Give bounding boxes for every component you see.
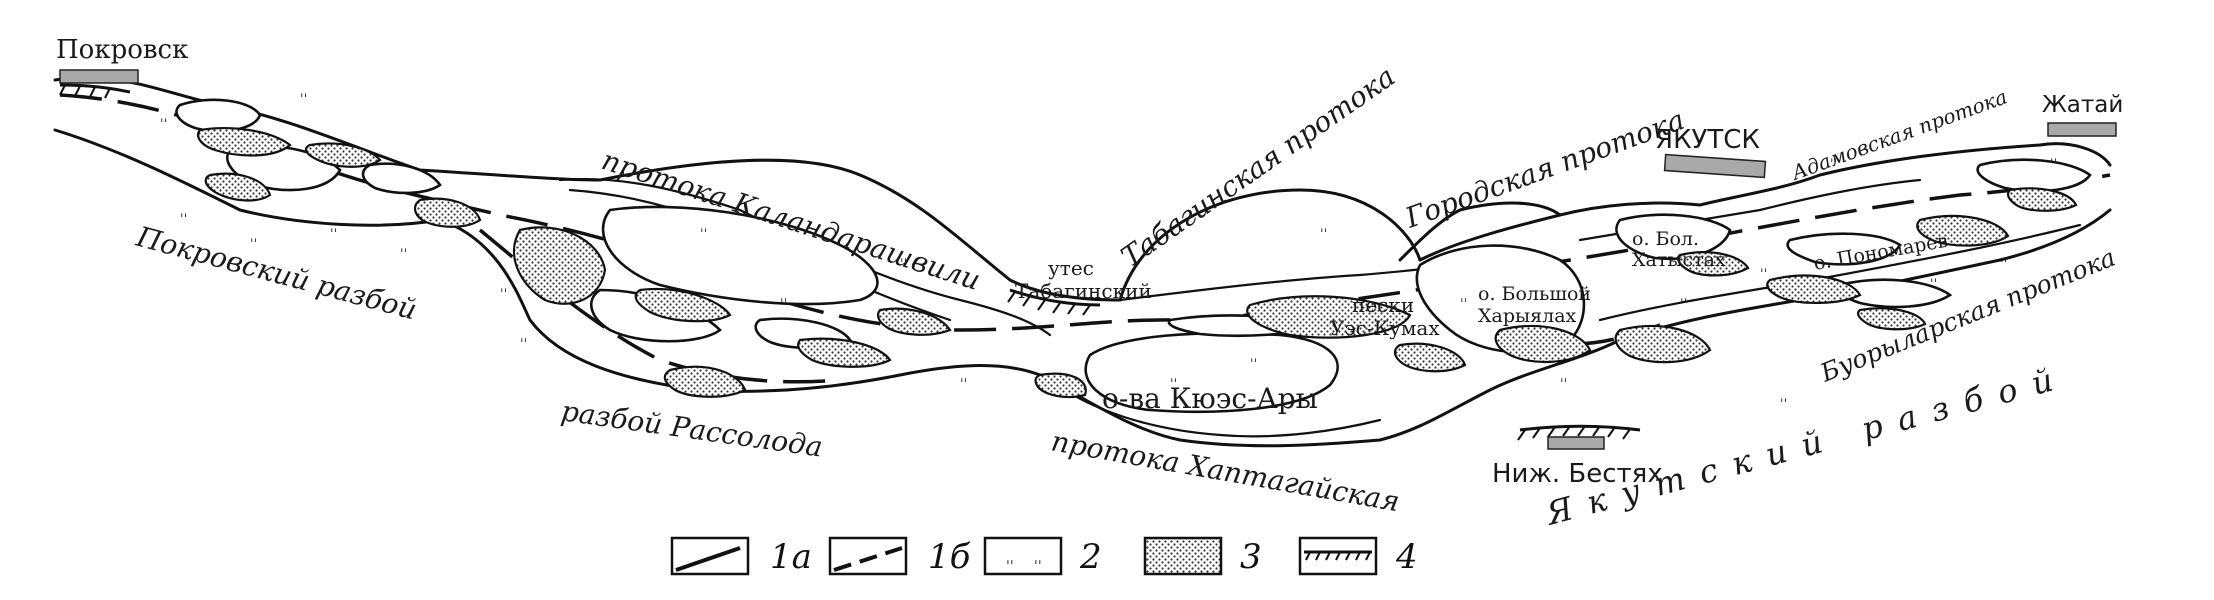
island-kalandarashvili	[601, 205, 879, 306]
island-upper-1	[361, 162, 442, 195]
svg-text:ˌˌ: ˌˌ	[1034, 550, 1042, 566]
sandbar-1	[197, 127, 292, 157]
label-utes-line1: утес	[1048, 256, 1094, 280]
sandbar-5	[512, 226, 607, 305]
label-peski-line2: Уэс-Кумах	[1330, 316, 1440, 340]
legend-code-1a: 1а	[770, 537, 812, 577]
label-nizh-bestyakh: Ниж. Бестях	[1492, 459, 1663, 489]
svg-text:ˌˌ: ˌˌ	[2050, 149, 2057, 164]
svg-text:ˌˌ: ˌˌ	[400, 239, 407, 254]
legend-item-1a: 1а	[670, 536, 812, 577]
svg-text:ˌˌ: ˌˌ	[330, 219, 337, 234]
yakutsk-marker	[1663, 153, 1767, 179]
sandbar-2	[304, 142, 382, 168]
gorodskaya-bank	[1398, 201, 1562, 262]
legend-item-1b: 1б	[828, 536, 971, 577]
sandbar-8	[797, 337, 892, 368]
label-pokrovsky-razboy: Покровский разбой	[132, 220, 420, 327]
central-lower-bank	[1038, 208, 2112, 448]
khaptagay-channel	[1048, 378, 1382, 438]
sandbar-17	[2007, 187, 2078, 212]
svg-text:ˌˌ: ˌˌ	[1930, 269, 1937, 284]
label-bol-khatystakh-line2: Хатыстах	[1632, 249, 1726, 271]
label-pokrovsk: Покровск	[56, 35, 188, 65]
label-yakutsky-razboy: Якутский разбой	[1540, 357, 2072, 534]
svg-text:ˌˌ: ˌˌ	[900, 249, 907, 264]
label-tabaginskaya: Табагинская протока	[1115, 60, 1401, 274]
label-peski-line1: пески	[1352, 293, 1414, 317]
tabaginskaya-arc	[1118, 188, 1422, 302]
island-kyues-ary	[1084, 331, 1339, 414]
zhatay-marker	[2047, 122, 2117, 137]
sandbar-7	[663, 365, 747, 398]
legend-code-3: 3	[1240, 537, 1262, 577]
legend-code-1b: 1б	[928, 537, 971, 577]
svg-text:ˌˌ: ˌˌ	[780, 289, 787, 304]
label-yakutsk: ЯКУТСК	[1655, 125, 1760, 155]
svg-text:ˌˌ: ˌˌ	[1460, 289, 1467, 304]
svg-text:ˌˌ: ˌˌ	[1006, 550, 1014, 566]
svg-text:ˌˌ: ˌˌ	[1680, 289, 1687, 304]
legend-item-3: 3	[1143, 536, 1262, 577]
island-adamovskaya	[1976, 158, 2092, 193]
island-bol-khatystakh	[1615, 213, 1732, 261]
sandbar-12	[1494, 324, 1592, 363]
legend-code-2: 2	[1079, 537, 1102, 577]
svg-text:ˌˌ: ˌˌ	[960, 369, 967, 384]
svg-text:ˌˌ: ˌˌ	[500, 279, 507, 294]
island-pokrovsk-1	[175, 98, 262, 133]
sandbar-11	[1393, 342, 1467, 373]
sandbar-3	[204, 172, 272, 202]
svg-text:ˌˌ: ˌˌ	[1320, 219, 1327, 234]
buoryl-channel	[1598, 223, 2082, 322]
svg-text:ˌˌ: ˌˌ	[1170, 369, 1177, 384]
svg-text:ˌˌ: ˌˌ	[1250, 349, 1257, 364]
svg-text:ˌˌ: ˌˌ	[700, 219, 707, 234]
legend: 1а 1б ˌˌ ˌˌ 2 3 4	[670, 536, 1418, 577]
sandbar-10	[1034, 372, 1087, 399]
left-bank-lower	[53, 128, 1042, 393]
central-upper-bank	[1418, 142, 2112, 262]
vegetation-marks: ˌˌ ˌˌ ˌˌ ˌˌ ˌˌ ˌˌ ˌˌ ˌˌ ˌˌ ˌˌ ˌˌ ˌˌ ˌˌ ˌˌ ˌˌ ˌˌ ˌˌ ˌ…	[160, 84, 2057, 404]
svg-text:ˌˌ: ˌˌ	[1560, 369, 1567, 384]
svg-text:ˌˌ: ˌˌ	[1760, 259, 1767, 274]
pokrovsk-marker	[59, 69, 139, 84]
sandbar-18	[1857, 307, 1927, 331]
svg-text:ˌˌ: ˌˌ	[1780, 389, 1787, 404]
label-kyues-ary: о-ва Кюэс-Ары	[1102, 382, 1318, 415]
sandbar-uas-kumakh	[1246, 295, 1412, 339]
sandbar-13	[1614, 324, 1712, 364]
nizh-bestyakh-marker	[1547, 436, 1605, 450]
sandbars	[197, 127, 2078, 399]
label-bol-khatystakh-line1: о. Бол.	[1632, 228, 1699, 250]
sandbar-4	[413, 197, 482, 228]
label-bolshoy-line2: Харыялах	[1478, 305, 1577, 327]
svg-text:ˌˌ: ˌˌ	[520, 329, 527, 344]
island-ponomarev	[1786, 232, 1902, 266]
label-zhatay: Жатай	[2042, 92, 2123, 118]
label-protoka-khaptagayskaya: протока Хаптагайская	[1049, 424, 1402, 518]
legend-code-4: 4	[1395, 537, 1418, 577]
hachured-banks	[59, 83, 1641, 441]
label-bolshoy-line1: о. Большой	[1478, 283, 1591, 305]
legend-item-4: 4	[1298, 536, 1418, 577]
svg-text:ˌˌ: ˌˌ	[180, 204, 187, 219]
svg-text:ˌˌ: ˌˌ	[2000, 249, 2007, 264]
sandbar-6	[634, 288, 732, 323]
sandbar-9	[877, 307, 952, 336]
svg-text:ˌˌ: ˌˌ	[250, 229, 257, 244]
label-razboy-rassoloda: разбой Рассолода	[559, 394, 825, 463]
label-utes-line2: Табагинский	[1015, 279, 1152, 303]
sandbar-14	[1766, 274, 1862, 304]
svg-text:ˌˌ: ˌˌ	[300, 84, 307, 99]
svg-text:ˌˌ: ˌˌ	[160, 109, 167, 124]
svg-text:ˌˌ: ˌˌ	[1830, 149, 1837, 164]
sandbar-16	[1916, 214, 2010, 247]
sandbar-15	[1677, 251, 1750, 277]
legend-item-2: ˌˌ ˌˌ 2	[983, 536, 1102, 577]
